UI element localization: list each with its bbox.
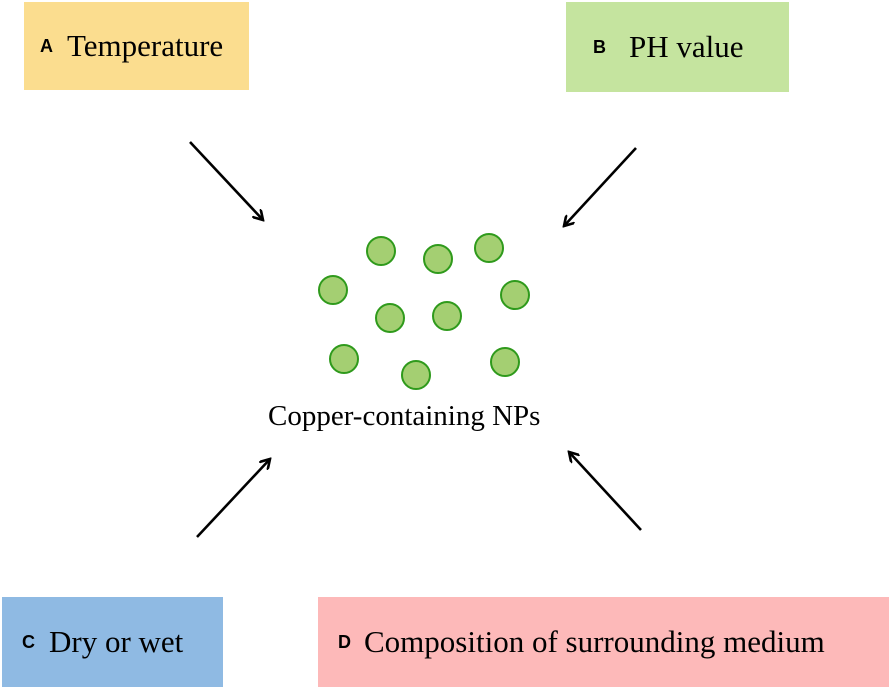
factor-letter-b: B bbox=[593, 36, 606, 57]
nanoparticle bbox=[329, 344, 359, 374]
factor-letter-a: A bbox=[40, 35, 53, 56]
nanoparticle bbox=[375, 303, 405, 333]
nanoparticle bbox=[366, 236, 396, 266]
center-label: Copper-containing NPs bbox=[268, 400, 541, 432]
arrow-surrounding-medium bbox=[569, 452, 642, 531]
factor-letter-d: D bbox=[338, 631, 351, 652]
arrow-temperature bbox=[189, 141, 263, 220]
factor-label-dry-or-wet: Dry or wet bbox=[49, 624, 184, 659]
nanoparticle bbox=[318, 275, 348, 305]
factor-box-dry-or-wet: C Dry or wet bbox=[2, 597, 223, 687]
factor-box-ph-value: B PH value bbox=[566, 2, 789, 92]
factor-label-ph-value: PH value bbox=[629, 29, 744, 64]
arrow-ph-value bbox=[564, 147, 637, 226]
factor-label-surrounding-medium: Composition of surrounding medium bbox=[364, 624, 825, 659]
nanoparticle bbox=[432, 301, 462, 331]
nanoparticle bbox=[401, 360, 431, 390]
arrow-dry-or-wet bbox=[196, 459, 270, 538]
nanoparticle bbox=[423, 244, 453, 274]
nanoparticle bbox=[490, 347, 520, 377]
nanoparticle bbox=[500, 280, 530, 310]
factor-label-temperature: Temperature bbox=[67, 28, 224, 63]
factor-letter-c: C bbox=[22, 631, 35, 652]
nanoparticle-cluster bbox=[318, 233, 530, 390]
factor-box-temperature: A Temperature bbox=[24, 2, 249, 90]
factor-box-surrounding-medium: D Composition of surrounding medium bbox=[318, 597, 889, 687]
nanoparticle bbox=[474, 233, 504, 263]
